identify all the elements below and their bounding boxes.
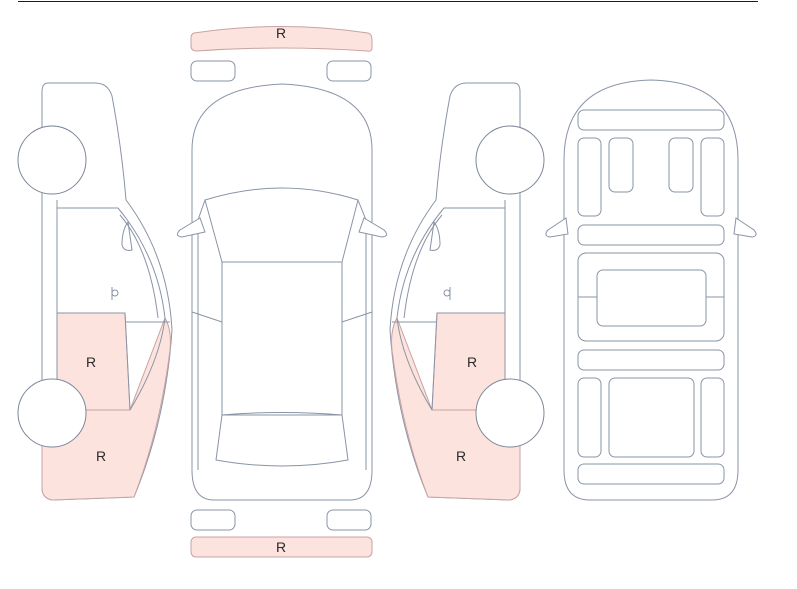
right-rear-wheel: [475, 378, 545, 448]
rear-bumper-code: R: [276, 539, 286, 555]
left-front-wheel: [17, 125, 87, 195]
interior-front-right-pillar: [700, 137, 725, 217]
interior-front-left-seat: [608, 137, 634, 193]
interior-rear-right-pillar: [700, 377, 725, 458]
left-rear-quarter-panel[interactable]: [41, 316, 171, 501]
right-door-seam-top: [341, 311, 373, 323]
left-window-line: [119, 214, 159, 319]
left-side-view: R R: [17, 82, 173, 501]
interior-view: [545, 79, 757, 501]
right-mirror-top: [358, 217, 388, 238]
interior-right-mirror: [733, 217, 757, 238]
right-rear-quarter-code: R: [456, 448, 466, 464]
left-door-split: [57, 312, 131, 411]
interior-rear-bar: [577, 349, 725, 371]
top-view: R R: [176, 25, 388, 558]
interior-rear-seat: [608, 377, 695, 458]
interior-front-right-seat: [668, 137, 694, 193]
left-tail-line: [129, 317, 166, 411]
left-mirror-top: [176, 217, 206, 238]
right-rear-door-code: R: [467, 354, 477, 370]
left-rear-quarter-code: R: [96, 448, 106, 464]
rear-right-taillight: [326, 509, 372, 531]
rear-window: [215, 412, 349, 467]
top-body[interactable]: [191, 83, 373, 501]
front-bumper-code: R: [276, 25, 286, 41]
right-side-view: R R: [389, 82, 545, 501]
right-tail-line: [396, 317, 433, 411]
interior-left-mirror: [545, 217, 569, 238]
front-bumper-panel[interactable]: [190, 26, 373, 52]
right-front-wheel: [475, 125, 545, 195]
top-divider: [18, 1, 758, 2]
rear-bumper-panel[interactable]: [190, 536, 373, 558]
right-door-line: [396, 207, 505, 319]
left-door-line: [57, 207, 166, 319]
interior-front-bar: [577, 224, 725, 246]
interior-rear-left-pillar: [577, 377, 602, 458]
interior-console: [596, 269, 707, 327]
left-rear-wheel: [17, 378, 87, 448]
rear-left-taillight: [190, 509, 236, 531]
left-door-handle-icon: [111, 287, 119, 300]
front-left-headlight: [190, 60, 236, 82]
interior-dash: [577, 109, 725, 131]
left-door-seam-top: [191, 311, 223, 323]
front-right-headlight: [326, 60, 372, 82]
right-mirror: [429, 220, 441, 251]
right-rear-quarter-panel[interactable]: [391, 316, 521, 501]
right-window-line: [403, 214, 443, 319]
left-mirror: [121, 220, 133, 251]
right-door-handle-icon: [443, 287, 451, 300]
interior-front-left-pillar: [577, 137, 602, 217]
interior-trunk: [577, 463, 725, 485]
left-rear-door-code: R: [86, 354, 96, 370]
right-door-split: [431, 312, 505, 411]
